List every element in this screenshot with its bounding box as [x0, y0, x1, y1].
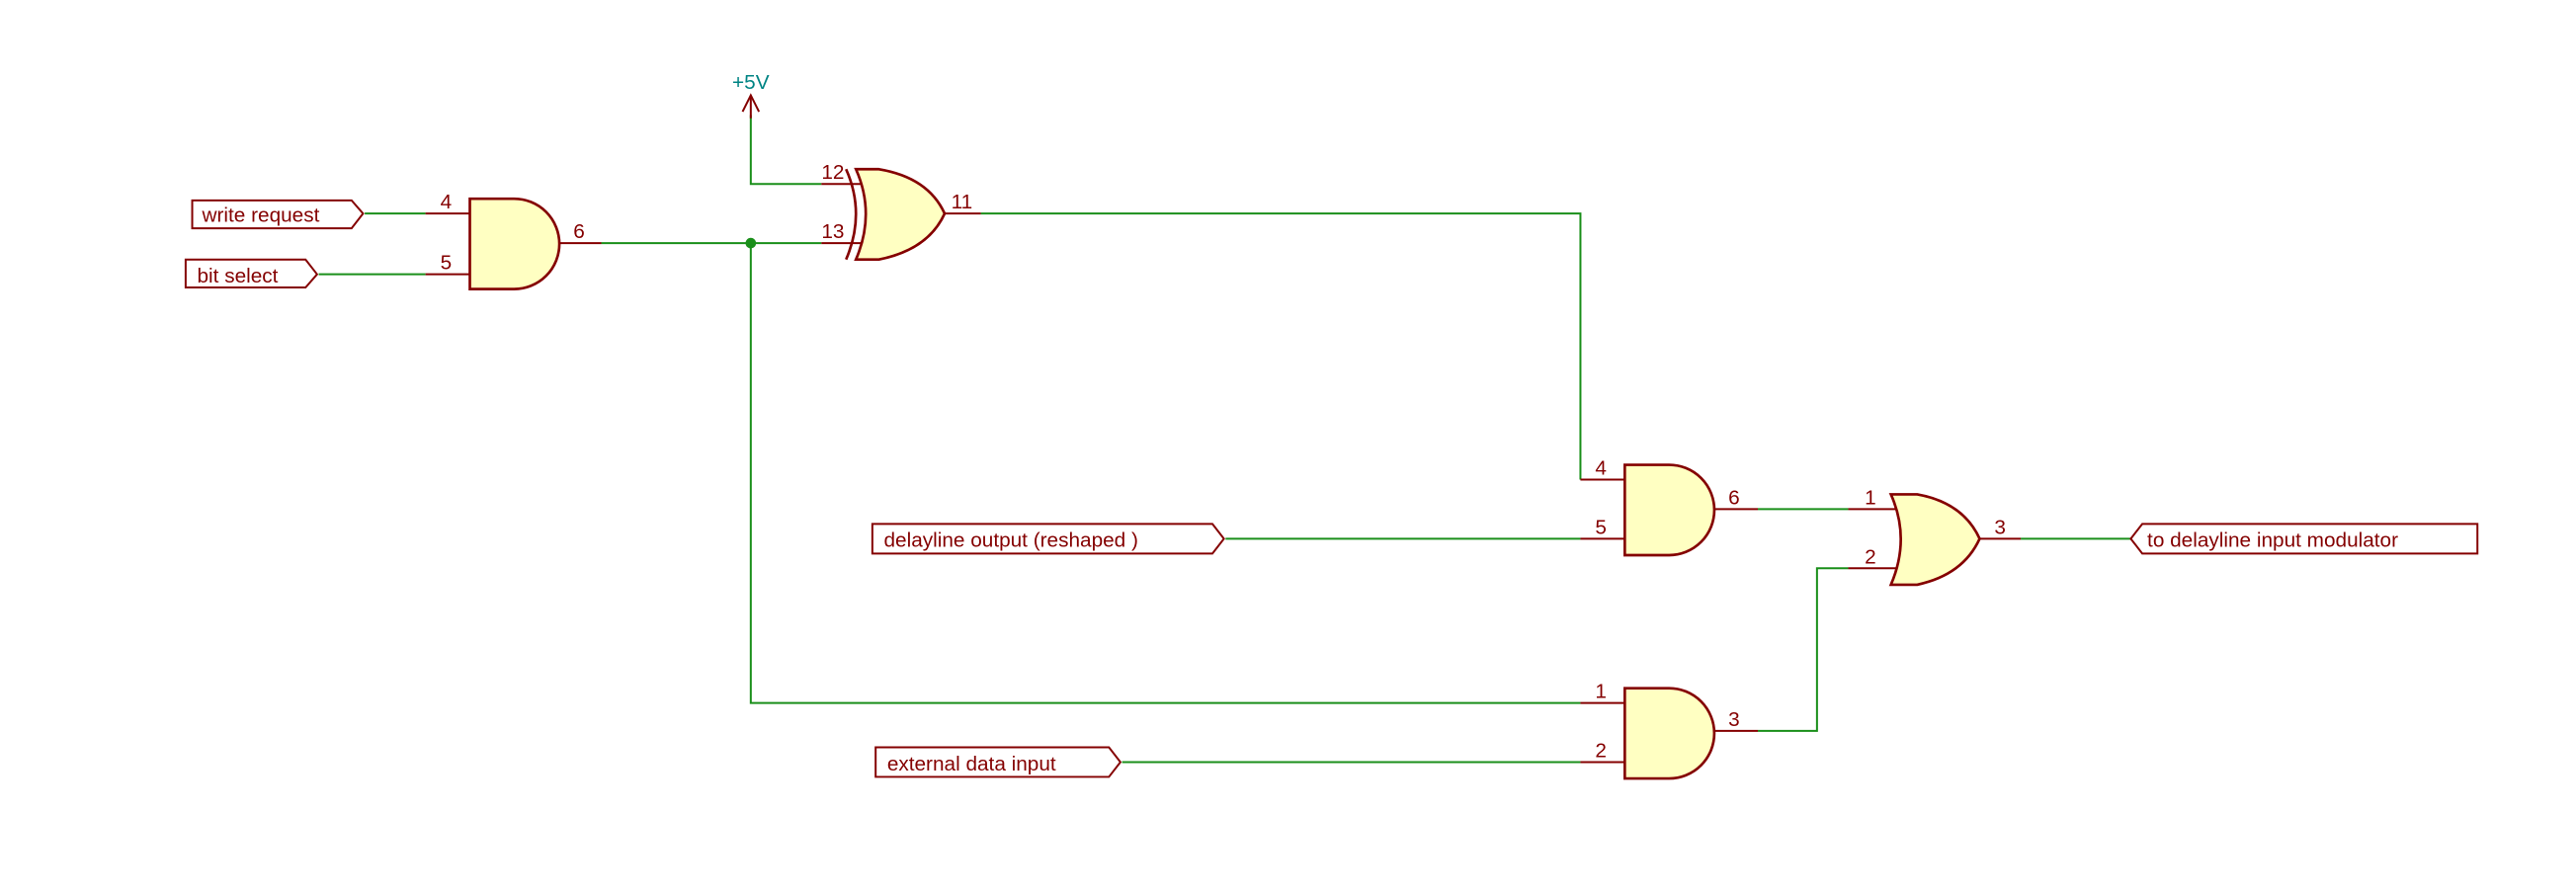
label-write-request[interactable]: write request — [191, 199, 365, 230]
label-text: to delayline input modulator — [2147, 529, 2398, 552]
label-text: external data input — [887, 753, 1056, 775]
label-to-modulator[interactable]: to delayline input modulator — [2129, 523, 2479, 555]
pin-number: 4 — [1595, 457, 1607, 480]
pin-number: 12 — [821, 161, 844, 184]
pin-number: 2 — [1595, 739, 1607, 762]
pin-number: 5 — [441, 252, 453, 275]
label-bit-select[interactable]: bit select — [184, 258, 319, 288]
wire-and3-out — [1758, 567, 1849, 732]
label-delayline-output[interactable]: delayline output (reshaped ) — [871, 523, 1225, 555]
power-label: +5V — [732, 71, 770, 94]
or-gate[interactable]: 1 2 3 — [1848, 486, 2022, 587]
and-gate-2[interactable]: 4 5 6 — [1580, 457, 1759, 557]
pin-number: 13 — [821, 220, 844, 243]
label-text: write request — [202, 203, 320, 226]
pin-number: 3 — [1994, 516, 2006, 538]
and-gate-3[interactable]: 1 2 3 — [1580, 681, 1759, 780]
pin-number: 3 — [1728, 708, 1740, 731]
xor-gate[interactable]: 12 13 11 — [821, 161, 981, 262]
pin-number: 6 — [573, 220, 585, 243]
pin-number: 2 — [1865, 545, 1876, 568]
pin-number: 5 — [1595, 516, 1607, 538]
pin-number: 1 — [1595, 681, 1607, 703]
wires — [318, 115, 2131, 764]
label-text: delayline output (reshaped ) — [883, 529, 1137, 552]
label-text: bit select — [198, 265, 279, 287]
power-symbol[interactable]: +5V — [732, 71, 770, 119]
pin-number: 1 — [1865, 486, 1876, 509]
junction-dot — [745, 237, 757, 249]
wire-xor-out — [980, 212, 1582, 480]
label-external-data-input[interactable]: external data input — [874, 746, 1122, 778]
and-gate-1[interactable]: 4 5 6 — [425, 191, 602, 290]
pin-number: 11 — [952, 191, 973, 213]
pin-number: 4 — [441, 191, 453, 213]
pin-number: 6 — [1728, 486, 1740, 509]
wire-junction-down — [749, 243, 1581, 704]
wire-power — [749, 115, 822, 186]
